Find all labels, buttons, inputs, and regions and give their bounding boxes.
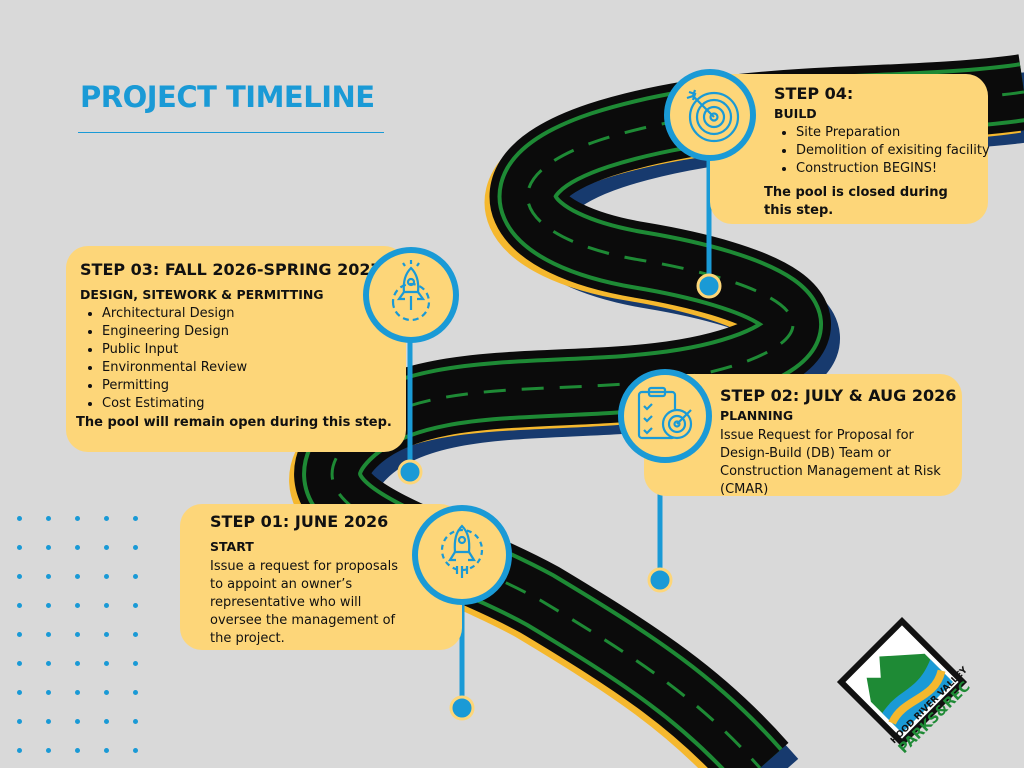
list-item: Architectural Design <box>102 305 400 323</box>
list-item: Public Input <box>102 341 400 359</box>
step-03-card: STEP 03: FALL 2026-SPRING 2027 DESIGN, S… <box>66 246 406 452</box>
step-01-description: Issue a request for proposals to appoint… <box>210 558 410 648</box>
step-04-icon <box>663 68 757 162</box>
decorative-dot <box>46 632 51 637</box>
decorative-dot <box>133 632 138 637</box>
decorative-dot <box>104 661 109 666</box>
decorative-dot <box>17 545 22 550</box>
step-04-subheading: BUILD <box>774 106 984 121</box>
decorative-dot <box>17 574 22 579</box>
decorative-dot <box>104 632 109 637</box>
decorative-dot <box>75 719 80 724</box>
step-03-heading: STEP 03: FALL 2026-SPRING 2027 <box>80 260 400 279</box>
decorative-dot <box>46 603 51 608</box>
step-02-pin <box>649 569 671 591</box>
decorative-dot <box>75 545 80 550</box>
list-item: Site Preparation <box>796 124 984 142</box>
step-04-list: Site Preparation Demolition of exisiting… <box>774 124 984 178</box>
decorative-dot <box>133 719 138 724</box>
decorative-dot <box>75 748 80 753</box>
decorative-dot <box>75 661 80 666</box>
decorative-dot <box>17 690 22 695</box>
step-01-pin <box>451 697 473 719</box>
decorative-dot <box>17 661 22 666</box>
step-04-pin <box>698 275 720 297</box>
parks-rec-logo: HOOD RIVER VALLEY PARKS&REC <box>832 612 972 757</box>
decorative-dot <box>75 603 80 608</box>
decorative-dot <box>104 516 109 521</box>
step-03-subheading: DESIGN, SITEWORK & PERMITTING <box>80 287 400 302</box>
page-title: PROJECT TIMELINE <box>80 80 375 114</box>
decorative-dot <box>46 690 51 695</box>
decorative-dot <box>46 545 51 550</box>
decorative-dot <box>17 603 22 608</box>
decorative-dot <box>46 661 51 666</box>
step-02-heading: STEP 02: JULY & AUG 2026 <box>720 386 958 405</box>
decorative-dot <box>17 748 22 753</box>
decorative-dot <box>46 719 51 724</box>
decorative-dot <box>133 574 138 579</box>
list-item: Construction BEGINS! <box>796 160 984 178</box>
decorative-dot <box>133 603 138 608</box>
step-04-heading: STEP 04: <box>774 84 984 103</box>
step-02-icon <box>617 368 713 464</box>
step-03-pin <box>399 461 421 483</box>
step-03-list: Architectural Design Engineering Design … <box>80 305 400 413</box>
list-item: Permitting <box>102 377 400 395</box>
decorative-dot <box>75 690 80 695</box>
step-03-icon <box>362 246 460 344</box>
list-item: Demolition of exisiting facility <box>796 142 984 160</box>
decorative-dot <box>46 748 51 753</box>
decorative-dot <box>17 719 22 724</box>
decorative-dot <box>133 748 138 753</box>
decorative-dot <box>46 574 51 579</box>
list-item: Environmental Review <box>102 359 400 377</box>
decorative-dot <box>104 545 109 550</box>
list-item: Cost Estimating <box>102 395 400 413</box>
step-04-note: The pool is closed during this step. <box>764 184 974 220</box>
decorative-dot <box>75 516 80 521</box>
decorative-dot <box>17 632 22 637</box>
step-01-heading: STEP 01: JUNE 2026 <box>210 512 410 531</box>
step-02-subheading: PLANNING <box>720 408 958 423</box>
decorative-dot <box>133 516 138 521</box>
step-03-note: The pool will remain open during this st… <box>76 414 406 432</box>
decorative-dot <box>75 574 80 579</box>
decorative-dot <box>133 545 138 550</box>
step-01-icon <box>411 504 513 606</box>
step-02-description: Issue Request for Proposal for Design-Bu… <box>720 427 958 499</box>
decorative-dot <box>104 574 109 579</box>
decorative-dot <box>104 719 109 724</box>
decorative-dot <box>104 690 109 695</box>
step-01-subheading: START <box>210 539 410 554</box>
list-item: Engineering Design <box>102 323 400 341</box>
title-underline <box>78 132 384 133</box>
decorative-dot <box>17 516 22 521</box>
decorative-dot <box>46 516 51 521</box>
decorative-dot <box>104 603 109 608</box>
decorative-dot <box>133 690 138 695</box>
decorative-dot <box>75 632 80 637</box>
decorative-dot <box>133 661 138 666</box>
decorative-dot <box>104 748 109 753</box>
